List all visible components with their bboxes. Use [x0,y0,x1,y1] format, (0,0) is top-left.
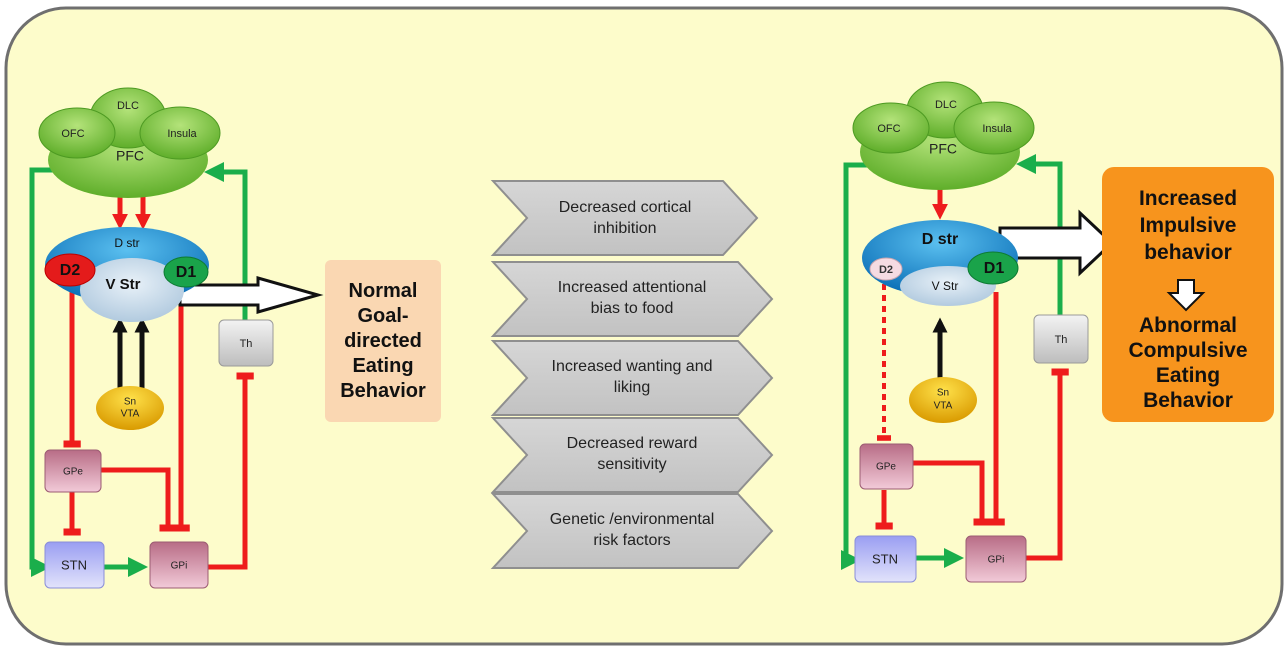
factor-chevron-2 [490,261,774,337]
pfc-label: PFC [929,141,957,157]
d2-label: D2 [60,262,81,279]
factor-2-line-1: Increased attentional [557,279,707,296]
right-circuit: DLC OFC Insula PFC D str V Str D2 D1 Sn … [841,81,1115,583]
factor-text-5: Genetic /environmental risk factors [532,509,732,551]
risk-factor-list [490,180,774,569]
gpe-to-gpi-inhibit [100,467,177,532]
normal-behavior-box [325,260,441,422]
factor-5-line-1: Genetic /environmental [549,511,715,528]
dlc-label: DLC [935,99,957,111]
insula-node [953,101,1035,155]
thalamus-node [218,319,274,367]
insula-label: Insula [167,128,197,140]
sn-label: Sn [124,397,136,408]
factor-2-line-2: bias to food [590,300,674,317]
d1-label: D1 [984,260,1005,277]
compulsive-line-2: Compulsive [1128,339,1248,362]
ofc-node [852,102,930,154]
insula-label: Insula [982,123,1012,135]
normal-line-3: directed [344,329,422,352]
normal-line-5: Behavior [340,379,426,402]
stn-node [44,541,105,589]
left-circuit: DLC OFC Insula PFC D str V Str D2 D1 Sn … [29,87,324,589]
compulsive-line-4: Behavior [1143,389,1233,412]
gpe-label: GPe [876,462,896,473]
ofc-node [38,107,116,159]
factor-chevron-4 [490,417,774,493]
normal-behavior-text: Normal Goal- directed Eating Behavior [325,268,441,414]
sn-label: Sn [937,388,949,399]
thalamus-node [1033,314,1089,364]
factor-text-1: Decreased cortical inhibition [525,197,725,239]
factor-3-line-2: liking [613,379,651,396]
th-to-pfc-arrow [1016,154,1063,318]
impulsive-to-compulsive-arrow [1166,279,1206,312]
gpe-node [859,443,914,490]
gpi-node [965,535,1027,583]
vta-label: VTA [934,401,953,412]
dstr-label: D str [922,231,958,248]
gpe-to-gpi-inhibit [913,460,991,526]
vstr-label: V Str [932,279,959,293]
factor-5-line-2: risk factors [593,532,671,549]
factor-chevron-5 [490,493,774,569]
stn-label: STN [61,557,87,572]
factor-text-2: Increased attentional bias to food [532,277,732,319]
compulsive-line-3: Eating [1155,364,1221,387]
compulsive-behavior-text: Abnormal Compulsive Eating Behavior [1102,310,1274,416]
d1-receptor-node [163,256,209,288]
factor-4-line-1: Decreased reward [566,435,698,452]
stn-node [854,535,917,583]
sn-vta-node [96,386,164,430]
ventral-striatum-node [80,258,184,322]
ofc-label: OFC [61,128,84,140]
vta-label: VTA [121,409,140,420]
gpi-to-th-inhibit [208,372,254,570]
gpi-node [149,541,209,589]
impulsive-line-2: Impulsive [1139,213,1237,237]
dstr-label: D str [114,236,139,250]
compulsive-line-1: Abnormal [1138,314,1237,337]
gpi-label: GPi [171,561,188,572]
impulsive-line-3: behavior [1144,240,1232,264]
sn-vta-node [909,377,977,423]
normal-line-2: Goal- [357,304,409,327]
gpi-to-th-inhibit [1026,368,1069,561]
pfc-cluster: DLC OFC Insula PFC [852,81,1035,190]
gpe-label: GPe [63,467,83,478]
d2-receptor-node [44,253,96,287]
th-label: Th [240,338,253,350]
insula-node [139,106,221,160]
pfc-to-stn-arrow [841,162,870,570]
impulsive-line-1: Increased [1138,186,1238,210]
pfc-to-stn-arrow [29,167,53,577]
stn-label: STN [872,551,898,566]
d2-label: D2 [879,264,893,276]
ofc-label: OFC [877,123,900,135]
factor-text-3: Increased wanting and liking [532,356,732,398]
factor-1-line-1: Decreased cortical [558,199,692,216]
d1-receptor-node [967,251,1019,285]
impulsive-behavior-text: Increased Impulsive behavior [1102,175,1274,275]
d2-receptor-node [869,257,903,281]
th-to-pfc-arrow [204,162,248,320]
vstr-label: V Str [105,276,140,293]
gpi-label: GPi [988,555,1005,566]
factor-3-line-1: Increased wanting and [551,358,713,375]
dlc-label: DLC [117,100,139,112]
pfc-cluster: DLC OFC Insula PFC [38,87,221,198]
factor-1-line-2: inhibition [593,220,657,237]
factor-chevron-1 [490,180,759,256]
gpe-node [44,449,102,493]
pfc-label: PFC [116,148,144,164]
factor-chevron-3 [490,340,774,416]
d1-label: D1 [176,264,197,281]
factor-text-4: Decreased reward sensitivity [532,433,732,475]
normal-line-1: Normal [348,279,418,302]
striatum-to-normal-arrow [178,276,324,314]
factor-4-line-2: sensitivity [597,456,667,473]
normal-line-4: Eating [352,354,414,377]
th-label: Th [1055,334,1068,346]
